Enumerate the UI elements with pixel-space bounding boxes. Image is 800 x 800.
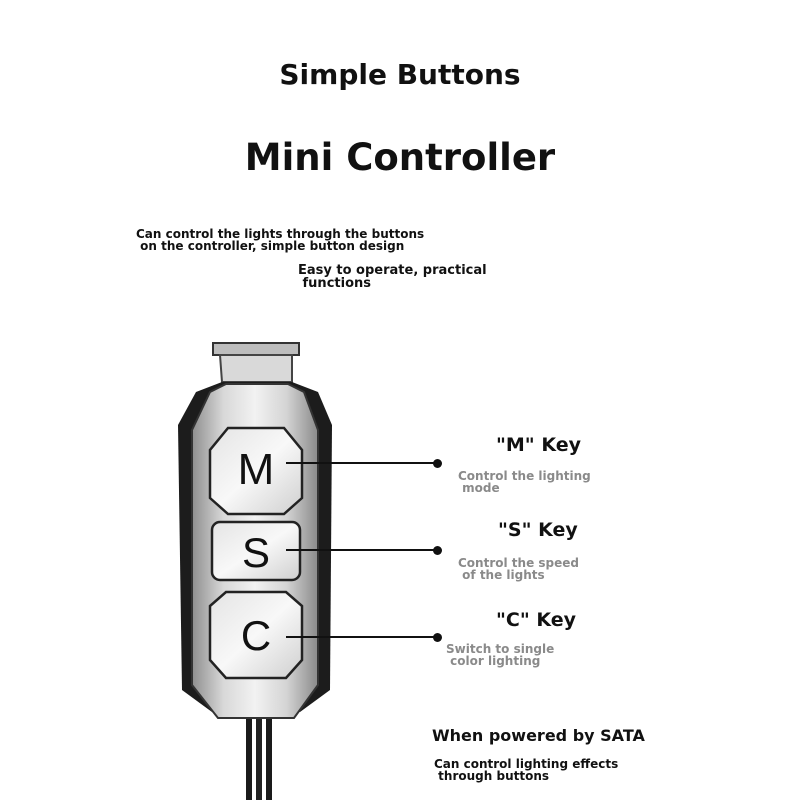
- controller-connector: [212, 342, 300, 356]
- callout-line-c: [286, 636, 438, 638]
- button-m: [208, 426, 304, 516]
- callout-dot-m: [433, 459, 442, 468]
- button-c: [208, 590, 304, 680]
- key-m-title: "M" Key: [496, 434, 581, 456]
- callout-line-s: [286, 549, 438, 551]
- header-title: Simple Buttons: [279, 58, 521, 91]
- controller-cable: [246, 715, 272, 800]
- footer-title: When powered by SATA: [432, 726, 645, 745]
- intro-text-buttons: Can control the lights through the butto…: [136, 227, 425, 253]
- key-c-title: "C" Key: [496, 609, 577, 631]
- button-c-letter: C: [241, 612, 271, 659]
- key-s-desc: Control the speed of the lights: [458, 556, 579, 582]
- footer-desc: Can control lighting effects through but…: [434, 757, 619, 783]
- key-s-title: "S" Key: [498, 519, 578, 541]
- key-c-desc: Switch to single color lighting: [446, 642, 555, 668]
- callout-line-m: [286, 462, 438, 464]
- button-s-letter: S: [242, 529, 270, 576]
- header-subtitle: Mini Controller: [244, 136, 556, 179]
- key-m-desc: Control the lighting mode: [458, 469, 591, 495]
- button-s: [210, 520, 302, 582]
- intro-text-easy: Easy to operate, practical functions: [298, 263, 487, 291]
- callout-dot-s: [433, 546, 442, 555]
- button-m-letter: M: [238, 445, 275, 494]
- callout-dot-c: [433, 633, 442, 642]
